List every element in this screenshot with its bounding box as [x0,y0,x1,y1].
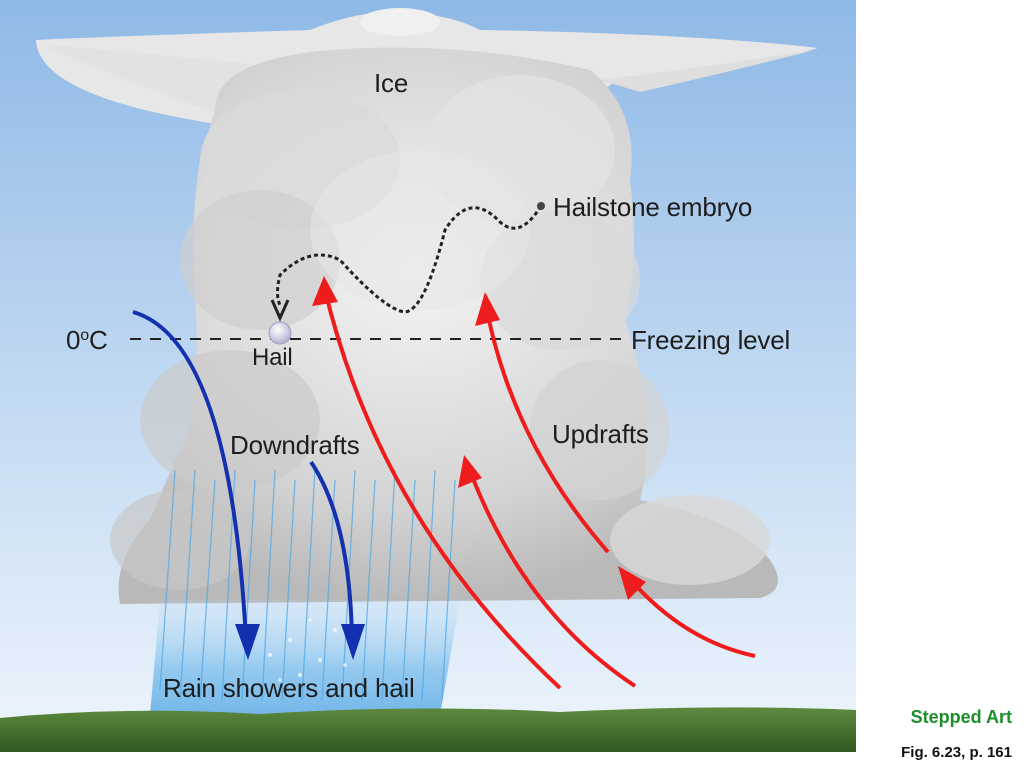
downdraft-arrows [132,310,354,641]
updraft-arrowhead [458,455,482,488]
rain-shaft [150,469,460,715]
updraft-arrow [323,289,562,690]
zero-celsius-label: 0oC [66,327,108,353]
rain-showers-label: Rain showers and hail [163,673,415,703]
ice-label: Ice [374,68,409,98]
figure-caption: Fig. 6.23, p. 161 [901,744,1012,761]
updraft-arrow [464,459,637,688]
cumulonimbus-cloud [36,8,818,604]
celsius-unit: C [88,325,108,355]
downdraft-arrowhead [341,624,365,660]
downdraft-arrowhead [235,624,260,660]
updrafts-label: Updrafts [552,419,649,449]
updraft-arrowhead [475,292,500,326]
zero-celsius-number: 0 [66,325,81,355]
downdraft-arrow [309,460,354,641]
degree-symbol: o [80,327,89,344]
hail-label: Hail [252,344,293,371]
hailstone-embryo-label: Hailstone embryo [553,192,753,222]
updraft-arrow [483,299,610,554]
hailstone-embryo-dot [537,202,545,210]
ground [0,707,856,752]
hail-ball [268,321,292,345]
downdrafts-label: Downdrafts [230,430,360,460]
updraft-arrows [323,289,756,690]
updraft-arrowhead [618,566,646,600]
stepped-art-link[interactable]: Stepped Art [910,707,1012,727]
hailstone-path-arrowhead [270,299,290,322]
downdraft-arrow [132,310,248,641]
freezing-level-label: Freezing level [631,325,791,355]
hailstone-path [276,205,543,314]
updraft-arrowhead [312,276,338,306]
